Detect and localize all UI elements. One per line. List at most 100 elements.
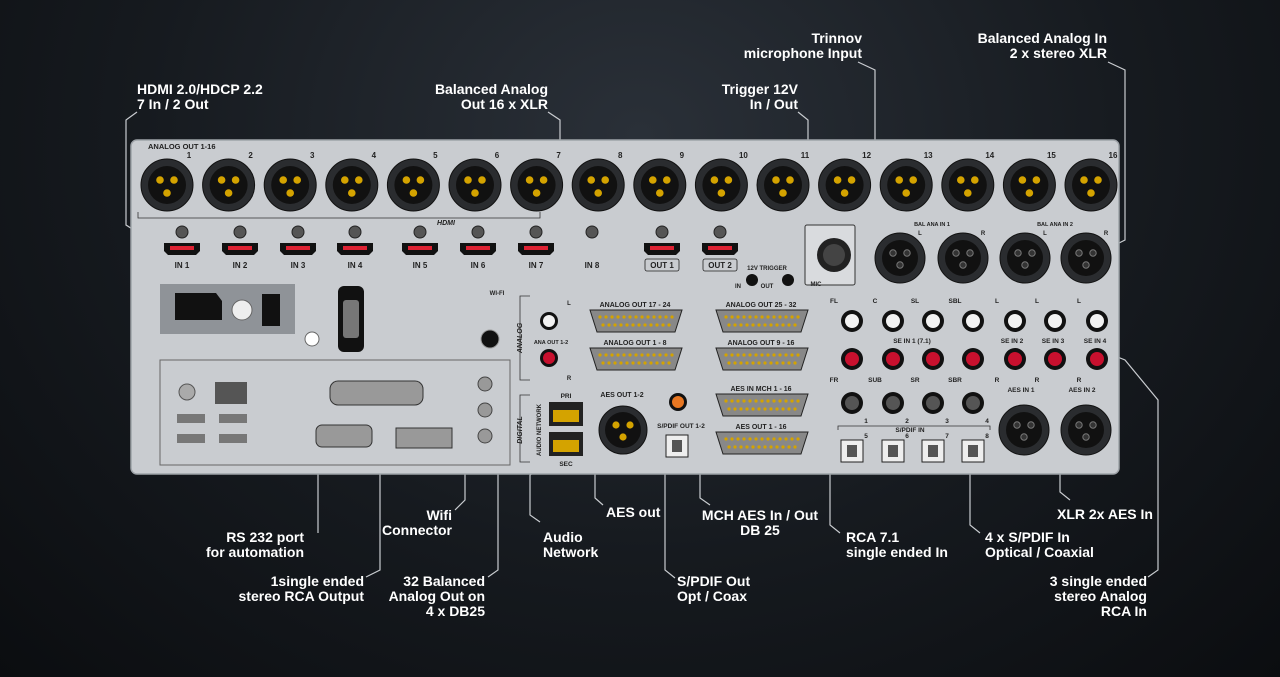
xlr-pin — [532, 189, 541, 197]
db25-pin — [733, 445, 737, 449]
db25-pin — [781, 407, 785, 411]
rca-in-mid-ring — [1048, 352, 1062, 366]
db25-17-24-shell — [589, 309, 683, 333]
rca-in-top-ring — [845, 314, 859, 328]
xlr-out-9 — [633, 158, 687, 212]
hdmi-callout: HDMI 2.0/HDCP 2.2 7 In / 2 Out — [137, 81, 263, 112]
db25-pin — [781, 323, 785, 327]
db25-pin — [769, 361, 773, 365]
db25-pin — [787, 407, 791, 411]
spdif-opt-num: 6 — [905, 433, 909, 440]
xlr-number: 16 — [1109, 151, 1118, 160]
se-in-2-label: SE IN 2 — [1001, 338, 1024, 345]
hdmi-inner — [170, 246, 194, 250]
db25-pin — [736, 399, 740, 403]
rca-in-mid-ring — [886, 352, 900, 366]
xlr-number: 8 — [618, 151, 623, 160]
xlr-pin — [779, 189, 787, 197]
db25-pin — [610, 353, 614, 357]
xlr-out-7 — [510, 158, 564, 212]
bal-ana-in-xlr-2 — [937, 232, 989, 284]
db25-pin — [613, 323, 617, 327]
xlr-in-face — [882, 240, 918, 276]
bal-lr-label: L — [918, 231, 922, 237]
xlr-out-face — [148, 166, 186, 204]
db25-pin — [772, 315, 776, 319]
db25-25-32-label: ANALOG OUT 25 - 32 — [726, 302, 797, 309]
bal-ana-in-xlr-4 — [1060, 232, 1112, 284]
ground-icon — [304, 331, 320, 347]
db25-pin — [760, 353, 764, 357]
db25-pin — [655, 323, 659, 327]
xlr-in-face — [1068, 240, 1104, 276]
hdmi-port-1: IN 1 — [164, 225, 200, 270]
hdmi-inner — [466, 246, 490, 250]
spdif-coax-num: 3 — [945, 418, 949, 425]
xlr-out-16 — [1064, 158, 1118, 212]
hdmi-screw — [233, 225, 247, 239]
spdif-coax-num: 2 — [905, 418, 909, 425]
usb-port — [177, 414, 205, 423]
rca-in-mid-ring — [966, 352, 980, 366]
xlr-in-hole — [959, 261, 967, 269]
db25-pin — [778, 315, 782, 319]
rca-in-mid-ring — [845, 352, 859, 366]
xlr-in-hole — [1028, 249, 1036, 257]
db9-computer — [315, 424, 373, 448]
db25-pin — [751, 361, 755, 365]
db25-pin — [634, 353, 638, 357]
se-in-3-label: SE IN 3 — [1042, 338, 1065, 345]
aes-in-hole — [1089, 421, 1097, 429]
xlr-number: 12 — [862, 151, 871, 160]
spdif-in-bracket — [837, 425, 991, 430]
db25-pin — [766, 315, 770, 319]
xlr-pin — [525, 176, 534, 184]
db25-pin — [649, 323, 653, 327]
sec-label: SEC — [559, 461, 573, 468]
xlr-out-face — [825, 166, 864, 204]
db25-pin — [757, 323, 761, 327]
xlr-in-hole — [1014, 249, 1022, 257]
xlr-out-face — [702, 166, 741, 204]
db25-pin — [736, 437, 740, 441]
bal-lr-label: R — [981, 231, 986, 237]
aux-jack-1 — [477, 402, 493, 418]
db25-pin — [772, 437, 776, 441]
db25-pin — [724, 353, 728, 357]
db25-pin — [790, 437, 794, 441]
db25-pin — [601, 323, 605, 327]
spdif-opt-num: 8 — [985, 433, 989, 440]
db25-pin — [754, 437, 758, 441]
rca-top-label: SBL — [949, 298, 962, 305]
hdmi-port-9: OUT 1 — [644, 225, 680, 272]
xlr-pin — [478, 176, 486, 184]
db25-pin — [730, 353, 734, 357]
db25-pin — [745, 407, 749, 411]
hdmi-screw — [655, 225, 669, 239]
db25-1-8: ANALOG OUT 1 - 8 — [589, 340, 683, 371]
db25-pin — [751, 407, 755, 411]
db25-pin — [724, 399, 728, 403]
xlr-number: 6 — [495, 151, 500, 160]
db25-pin — [598, 353, 602, 357]
db25-pin — [745, 445, 749, 449]
rca-in-top-ring — [966, 314, 980, 328]
hdmi-inner — [524, 246, 548, 250]
db25-pin — [664, 353, 668, 357]
db25-pin — [796, 437, 800, 441]
xlr-number: 7 — [556, 151, 561, 160]
db25-pin — [748, 437, 752, 441]
callout-line-11 — [664, 452, 676, 579]
db25-pin — [790, 353, 794, 357]
se-in-4-label: SE IN 4 — [1084, 338, 1107, 345]
xlr-pin — [587, 176, 595, 184]
spdif-in-callout: 4 x S/PDIF In Optical / Coaxial — [985, 529, 1094, 560]
aes-in-hole — [1082, 433, 1090, 441]
db25-pin — [793, 445, 797, 449]
xlr-pin — [156, 176, 164, 184]
spdif-opt-in-inner — [847, 445, 857, 457]
trinnov-mic-callout: Trinnov microphone Input — [743, 30, 862, 61]
audio-network-callout: Audio Network — [543, 529, 599, 560]
xlr-pin — [601, 176, 609, 184]
spdif-coax-num: 1 — [864, 418, 868, 425]
